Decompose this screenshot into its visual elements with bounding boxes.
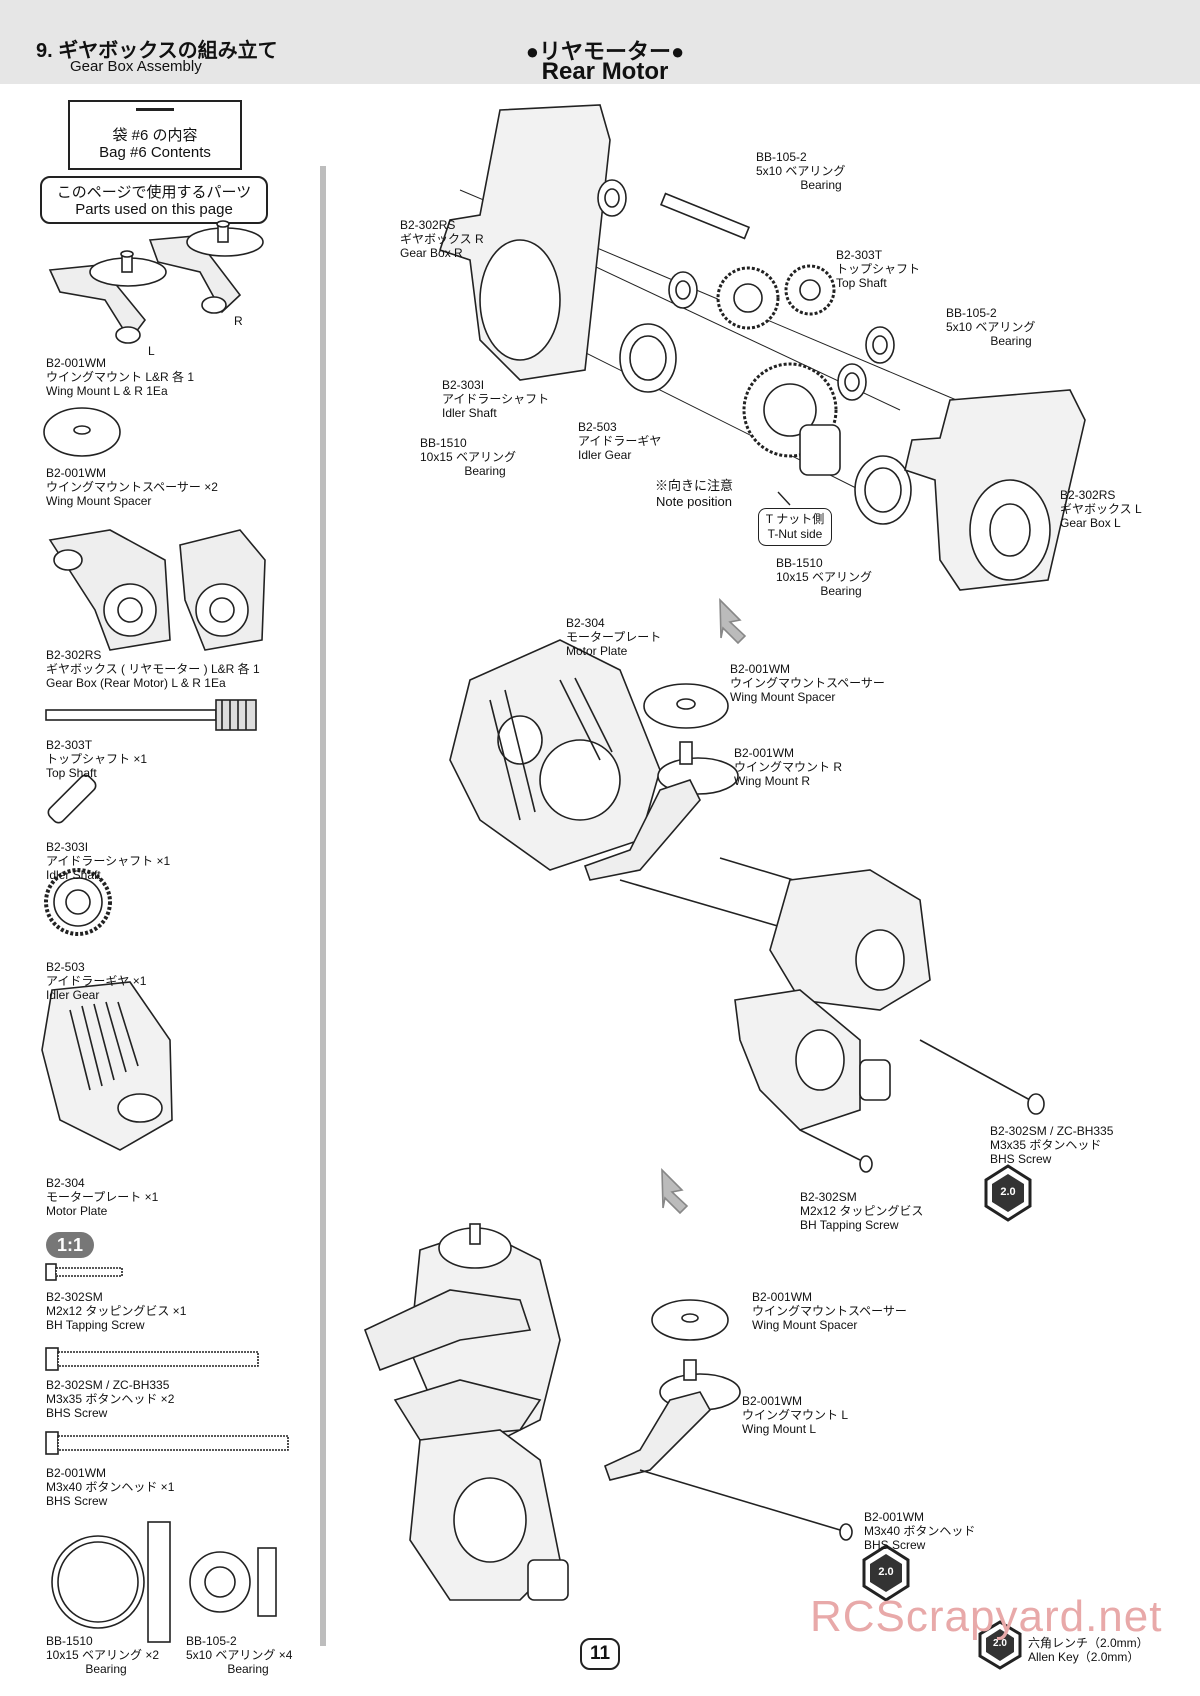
- page-number: 11: [580, 1638, 620, 1670]
- tool-step2-size: 2.0: [1000, 1186, 1016, 1198]
- wing-spacer-drawing: [43, 407, 121, 457]
- tapping-screw-drawing: [45, 1263, 123, 1281]
- watermark: RCScrapyard.net: [810, 1592, 1163, 1641]
- column-divider: [320, 166, 326, 1646]
- scale-1-1-badge: 1:1: [46, 1232, 94, 1258]
- step2-assembly-view: [449, 639, 1045, 1173]
- tool-step3-size: 2.0: [878, 1566, 894, 1578]
- allen-key-label: 六角レンチ（2.0mm）Allen Key（2.0mm）: [1028, 1636, 1149, 1664]
- wing-mount-drawing: [48, 220, 264, 344]
- wing-mark-r: R: [234, 314, 243, 328]
- motor-plate-drawing: [41, 981, 173, 1151]
- section-title-jp: 9. ギヤボックスの組み立て: [36, 40, 278, 62]
- bag-label-en: Bag #6 Contents: [99, 144, 211, 161]
- step1-exploded-view: [438, 104, 1086, 591]
- m3x40-screw-drawing: [45, 1431, 289, 1455]
- bag-label-jp: 袋 #6 の内容: [112, 127, 198, 144]
- motor-title-jp: ●リヤモーター●: [525, 39, 685, 64]
- tool-badge-step2: [984, 1164, 1032, 1222]
- header-band: [0, 0, 1200, 84]
- tnut-pointer: [777, 491, 791, 506]
- left-parts-drawings: [41, 220, 289, 1643]
- parts-used-box: このページで使用するパーツ Parts used on this page: [40, 176, 268, 224]
- tool-footer-size: 2.0: [993, 1638, 1007, 1649]
- idler-gear-drawing: [44, 868, 112, 936]
- gearbox-pair-drawing: [48, 529, 266, 651]
- tool-badge-step3: [862, 1544, 910, 1602]
- m3x35-screw-drawing: [45, 1347, 259, 1371]
- top-shaft-drawing: [45, 699, 257, 731]
- idler-shaft-drawing: [47, 774, 97, 824]
- parts-used-jp: このページで使用するパーツ: [56, 184, 252, 201]
- bag-dash: [136, 108, 174, 111]
- parts-used-en: Parts used on this page: [75, 201, 233, 218]
- bearing-105-drawing: [189, 1547, 277, 1617]
- step-arrow-2: [661, 1168, 689, 1215]
- step-arrow-1: [719, 598, 747, 645]
- section-title-en: Gear Box Assembly: [70, 58, 202, 75]
- tool-badge-footer: [978, 1620, 1022, 1670]
- bearing-1510-drawing: [51, 1521, 171, 1643]
- step3-assembly-view: [363, 1223, 853, 1601]
- motor-title-en: Rear Motor: [541, 58, 669, 85]
- bag-contents-box: 袋 #6 の内容 Bag #6 Contents: [68, 100, 242, 170]
- wing-mark-l: L: [148, 344, 155, 358]
